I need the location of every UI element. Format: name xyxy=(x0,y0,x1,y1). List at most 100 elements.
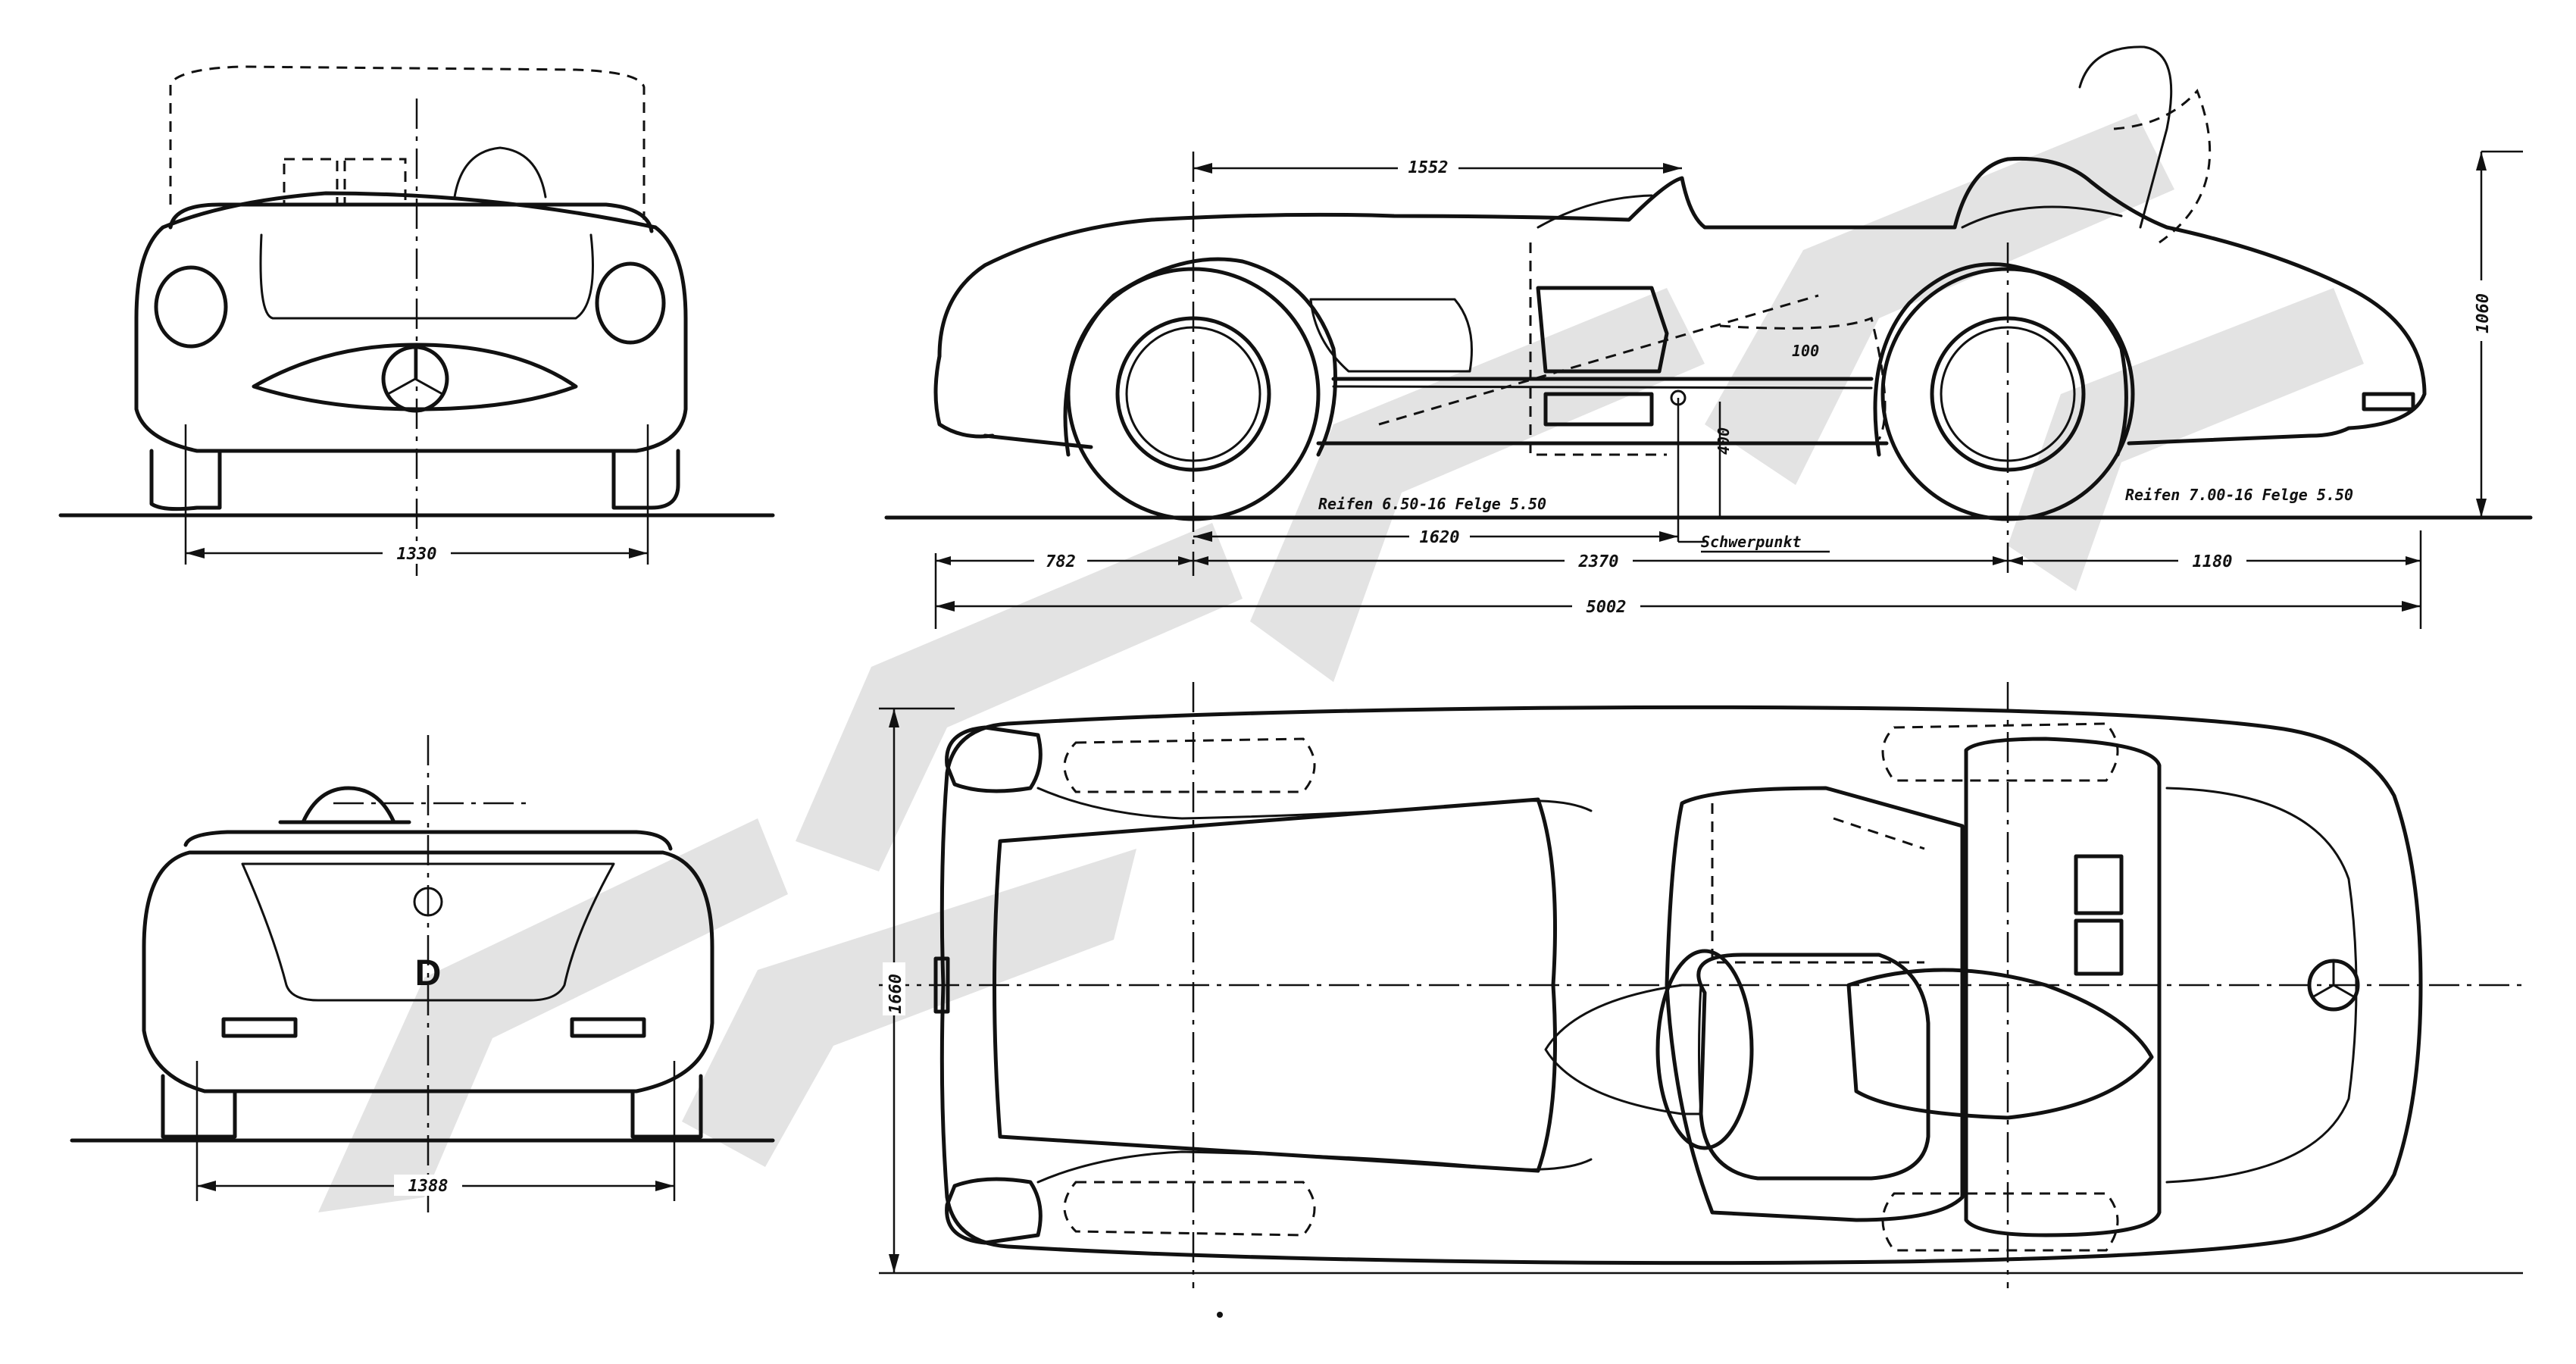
side-chain-arrow-2 xyxy=(1178,556,1193,565)
top-seat xyxy=(1696,953,1930,1181)
front-headlight-left xyxy=(154,265,228,349)
front-mirror-outline-2 xyxy=(343,158,407,206)
side-front-overhang: 782 xyxy=(1046,552,1076,571)
side-rear-lower xyxy=(2127,433,2313,446)
front-dim-arrow-left xyxy=(186,548,205,558)
rear-dim-label-bg xyxy=(394,1175,462,1196)
side-cg-dimension: 1620 xyxy=(1420,528,1460,547)
top-fuel-cap-2 xyxy=(2074,918,2124,976)
side-door-vent xyxy=(1536,286,1669,374)
front-mirror-outline xyxy=(283,158,339,206)
top-front-wheel-right xyxy=(1063,1181,1316,1237)
side-top-dimension: 1552 xyxy=(1408,158,1449,177)
front-cowl xyxy=(168,202,654,233)
top-rear-wheel-right xyxy=(1881,1192,2119,1252)
top-hood xyxy=(993,797,1557,1173)
side-chain-arrow-6 xyxy=(2406,556,2421,565)
top-width-arrow-top xyxy=(889,709,899,727)
side-overall-arrow-right xyxy=(2402,601,2421,612)
front-dim-label-bg xyxy=(383,543,451,564)
side-top-dim-arrow-right xyxy=(1663,163,1682,174)
front-grille xyxy=(252,343,578,411)
top-width-dimension: 1660 xyxy=(886,974,905,1014)
side-chassis-dashed xyxy=(1719,316,1887,440)
side-front-vent xyxy=(1309,298,1473,373)
side-top-dim-bg xyxy=(1398,156,1458,177)
rear-light-right xyxy=(570,1017,646,1038)
rear-view: D 1388 xyxy=(70,735,775,1212)
top-cockpit-dashed xyxy=(1711,803,1925,964)
side-view: 400 100 1552 1060 Reifen 6.50-16 Felge 5… xyxy=(884,45,2533,629)
top-headrest-fairing xyxy=(1964,737,2162,1237)
rear-track-dimension: 1388 xyxy=(408,1177,449,1196)
side-rear-overhang: 1180 xyxy=(2193,552,2233,571)
rear-deck-top xyxy=(183,830,673,851)
front-body xyxy=(134,191,688,453)
side-height-dimension: 1060 xyxy=(2474,293,2493,333)
rear-tyre-left xyxy=(161,1074,237,1139)
top-nose-left xyxy=(945,725,1043,793)
side-chain-arrow-3 xyxy=(1193,556,1208,565)
rear-headrest xyxy=(301,786,396,824)
side-headrest-fairing xyxy=(1961,205,2123,229)
side-diagonal-construction xyxy=(1378,294,1819,426)
top-dot-mark xyxy=(1217,1312,1223,1318)
side-chain-arrow-4 xyxy=(1993,556,2008,565)
mercedes-star-front-spokes xyxy=(386,347,444,396)
side-cg-label: Schwerpunkt xyxy=(1701,533,1801,551)
side-wheelbase-bg xyxy=(1565,550,1633,571)
side-wheelbase: 2370 xyxy=(1578,552,1619,571)
front-dim-arrow-right xyxy=(629,548,648,558)
mercedes-star-front xyxy=(381,345,449,413)
side-chain-arrow-5 xyxy=(2008,556,2023,565)
side-overall-bg xyxy=(1572,596,1640,617)
side-exhaust-vent xyxy=(1543,392,1654,427)
side-overall-arrow-left xyxy=(936,601,955,612)
side-rear-tyre-note: Reifen 7.00-16 Felge 5.50 xyxy=(2125,486,2353,504)
rear-body xyxy=(142,850,714,1093)
side-cg-dim-bg xyxy=(1409,526,1470,547)
side-rear-overhang-bg xyxy=(2178,550,2246,571)
top-rear-hump xyxy=(1846,968,2154,1120)
side-flap-open xyxy=(2078,45,2173,229)
top-width-arrow-bottom xyxy=(889,1254,899,1273)
side-front-tyre-note: Reifen 6.50-16 Felge 5.50 xyxy=(1318,495,1546,513)
front-tyre-left xyxy=(149,449,222,512)
rear-dim-arrow-right xyxy=(655,1181,674,1191)
top-nose-right xyxy=(945,1177,1043,1245)
top-front-wheel-left xyxy=(1063,737,1316,793)
top-rear-wheel-left xyxy=(1881,722,2119,782)
rear-dim-arrow-left xyxy=(197,1181,216,1191)
front-windscreen-outline xyxy=(169,65,646,220)
front-tyre-right xyxy=(611,449,680,510)
side-height-bg xyxy=(2470,280,2493,341)
side-nose xyxy=(933,354,995,439)
side-overall-length: 5002 xyxy=(1587,598,1627,617)
side-chrome-strip-2 xyxy=(1332,385,1873,389)
top-steering-wheel xyxy=(1655,949,1754,1150)
front-track-dimension: 1330 xyxy=(397,545,437,564)
rear-light-left xyxy=(221,1017,298,1038)
side-cg-dim-arrow-right xyxy=(1659,531,1678,542)
side-height-arrow-top xyxy=(2476,152,2487,170)
side-front-arch xyxy=(1063,257,1337,457)
side-cg-height: 400 xyxy=(1715,427,1733,455)
side-flap-swing xyxy=(2113,89,2212,244)
side-front-overhang-bg xyxy=(1034,550,1087,571)
front-view: 1330 xyxy=(58,65,775,576)
side-windscreen xyxy=(1537,194,1653,229)
side-top-dim-arrow-left xyxy=(1193,163,1212,174)
side-height-arrow-bottom xyxy=(2476,499,2487,518)
side-cg-dim-arrow-left xyxy=(1193,531,1212,542)
top-fuel-cap-1 xyxy=(2074,854,2124,915)
rear-tyre-right xyxy=(630,1074,703,1139)
side-taillight xyxy=(2362,392,2415,411)
side-chain-arrow-1 xyxy=(936,556,951,565)
top-cockpit xyxy=(1665,786,1965,1222)
rear-trunk-lid xyxy=(241,862,615,1002)
top-view: 1660 xyxy=(879,682,2523,1318)
side-seat-angle: 100 xyxy=(1792,342,1819,360)
top-width-bg xyxy=(883,962,905,1015)
side-front-lower xyxy=(983,433,1093,449)
side-body-top xyxy=(937,156,2427,438)
